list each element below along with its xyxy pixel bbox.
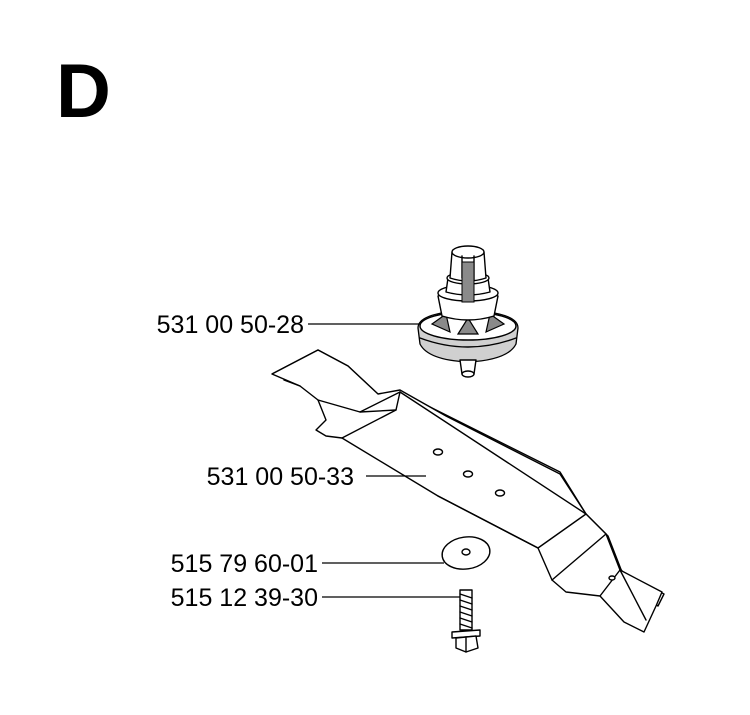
blade-adapter-icon	[417, 245, 519, 378]
section-letter: D	[56, 49, 111, 134]
part-number-blade: 531 00 50-33	[207, 463, 354, 491]
washer-icon	[441, 536, 491, 570]
part-number-bolt: 515 12 39-30	[171, 584, 318, 612]
part-number-washer: 515 79 60-01	[171, 550, 318, 578]
part-number-blade-adapter: 531 00 50-28	[157, 311, 304, 339]
bolt-icon	[451, 589, 481, 653]
mower-blade-icon	[271, 349, 665, 633]
